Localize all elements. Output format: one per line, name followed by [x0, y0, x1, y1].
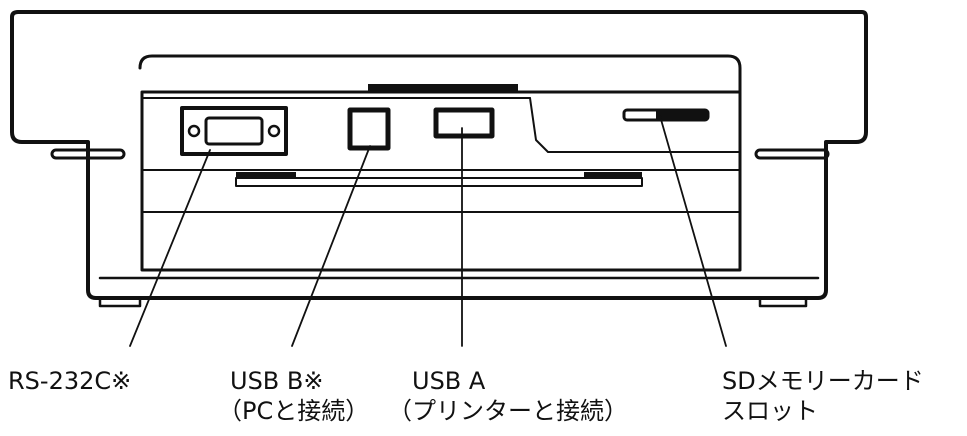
rs232c-connector	[204, 116, 264, 146]
label-sd-slot-title: SDメモリーカード	[722, 367, 924, 395]
top-notch	[368, 84, 518, 92]
label-sd-slot: SDメモリーカード スロット	[722, 366, 924, 426]
sd-slot-card	[656, 110, 708, 120]
usb-b-port	[347, 107, 391, 151]
rs232c-screw-right	[267, 124, 281, 138]
label-usb-b-sub: （PCと接続）	[218, 397, 370, 425]
foot-left	[98, 296, 142, 308]
port-panel	[140, 90, 742, 272]
lower-slot-left-tab	[236, 172, 296, 178]
label-usb-b: USB B※ （PCと接続）	[218, 366, 369, 426]
leader-line-usb-b	[291, 145, 371, 347]
lower-slot-right-tab	[584, 172, 642, 178]
rs232c-screw-left	[187, 124, 201, 138]
side-vent-left	[50, 148, 126, 160]
label-usb-a-sub: （プリンターと接続）	[388, 397, 628, 425]
label-sd-slot-sub: スロット	[722, 397, 818, 425]
label-usb-b-title: USB B※	[230, 367, 324, 395]
device-top-panel	[138, 54, 742, 144]
label-usb-a: USB A （プリンターと接続）	[388, 366, 628, 426]
label-rs232c: RS-232C※	[8, 366, 131, 396]
side-vent-right	[754, 148, 830, 160]
device-body-outline	[10, 10, 868, 300]
usb-a-port	[433, 107, 495, 139]
rs232c-port-frame	[180, 106, 288, 156]
lower-slot-bar	[235, 177, 643, 187]
foot-right	[758, 296, 808, 308]
label-usb-a-title: USB A	[412, 367, 486, 395]
leader-line-sd	[659, 115, 727, 347]
panel-seam-step	[529, 97, 741, 153]
leader-line-rs232c	[129, 149, 211, 347]
label-rs232c-title: RS-232C※	[8, 367, 132, 395]
